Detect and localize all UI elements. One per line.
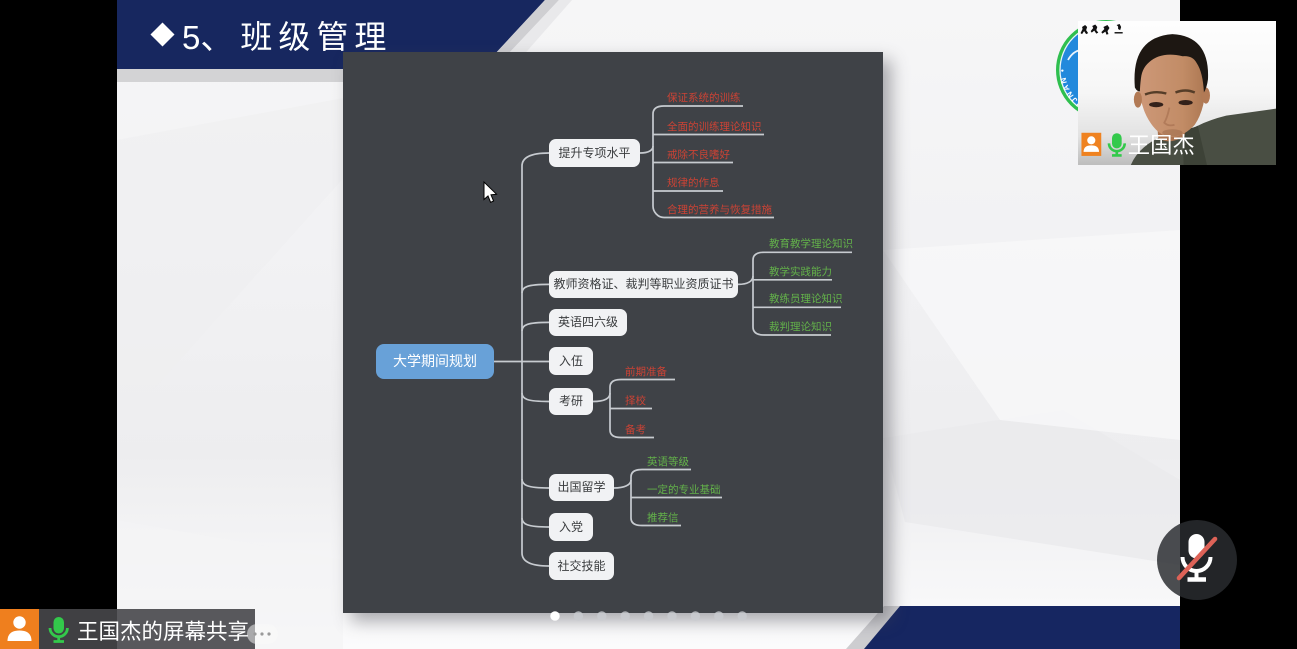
svg-text:王国杰: 王国杰: [1128, 133, 1195, 158]
svg-text:王国杰的屏幕共享: 王国杰的屏幕共享: [77, 620, 249, 644]
